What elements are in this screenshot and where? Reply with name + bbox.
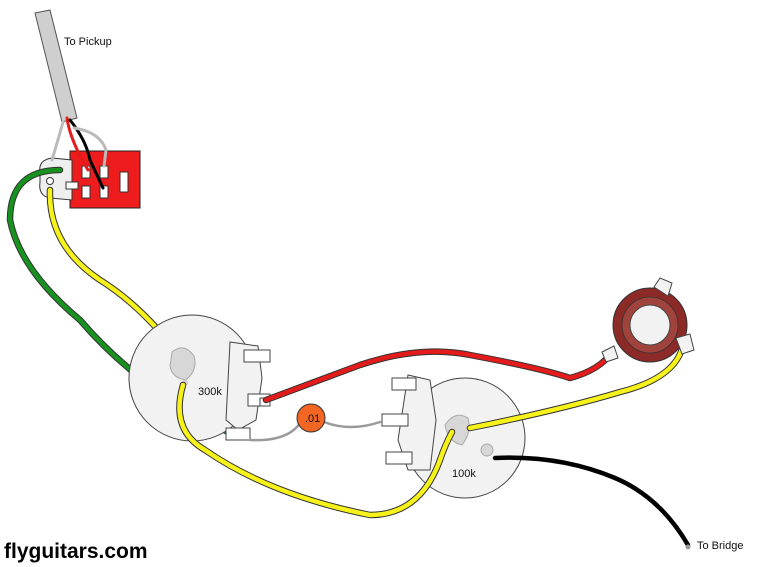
volume-pot-300k: 300k [128, 314, 271, 442]
yellow-wire-pot-to-jack [466, 341, 687, 432]
capacitor-label: .01 [305, 413, 320, 425]
pot-100k-label: 100k [452, 468, 476, 480]
yellow-wire-switch-to-pot [46, 186, 179, 354]
brand-logo-text: flyguitars.com [4, 540, 148, 563]
switch-tab [39, 157, 73, 201]
output-jack [601, 277, 695, 363]
pickup-cable [34, 9, 78, 123]
pot-300k-label: 300k [198, 386, 222, 398]
to-bridge-label: To Bridge [697, 540, 743, 552]
to-pickup-label: To Pickup [64, 36, 112, 48]
jack-hole [629, 304, 671, 346]
capacitor-body [296, 403, 326, 433]
capacitor: .01 [296, 403, 326, 433]
yellow-wire-pot-to-pot [176, 381, 456, 519]
pickup-leads [50, 116, 108, 190]
black-wire [492, 455, 691, 550]
tone-pot-100k: 100k [381, 374, 526, 499]
red-wire [262, 348, 616, 404]
